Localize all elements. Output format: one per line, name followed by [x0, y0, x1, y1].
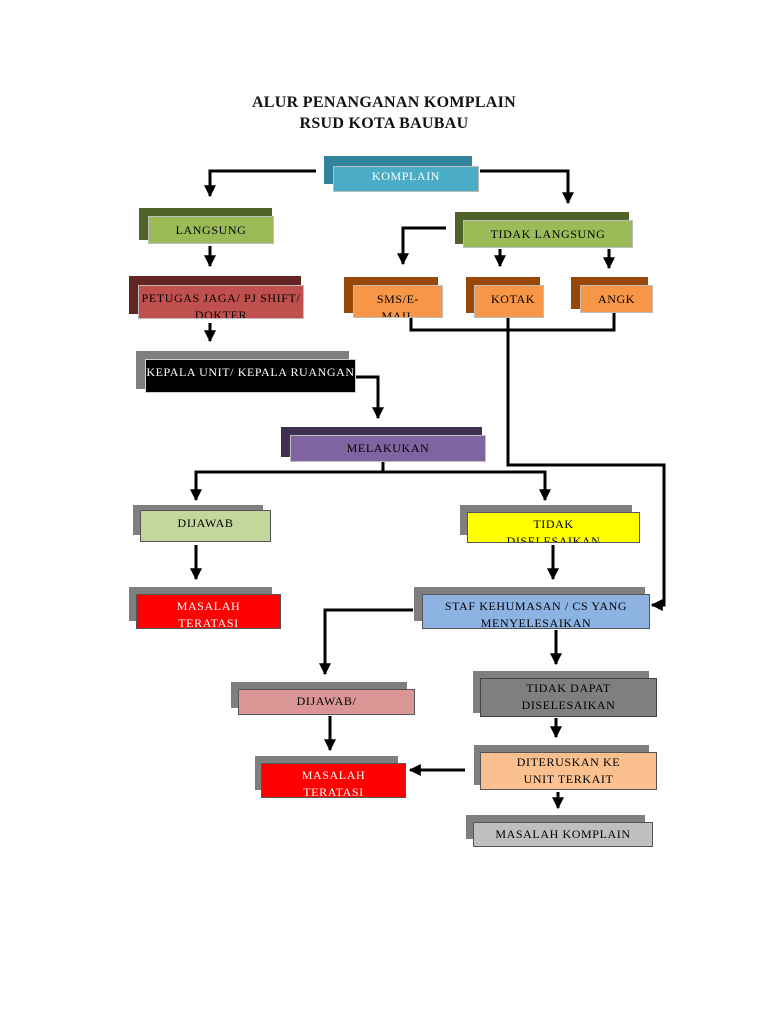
node-kepala-unit-label: KEPALA UNIT/ KEPALA RUANGAN — [145, 359, 356, 393]
node-dijawab-2-label: DIJAWAB/ — [238, 689, 415, 715]
arrow-kotak-to-staf — [506, 318, 666, 611]
arrow-melakukan-to-tidak — [383, 470, 551, 502]
node-komplain-label: KOMPLAIN — [333, 166, 479, 192]
arrow-tidak-langsung-to-sms — [397, 226, 446, 266]
node-melakukan-label: MELAKUKAN — [290, 435, 486, 462]
node-tidak-langsung-label: TIDAK LANGSUNG — [463, 220, 633, 248]
arrow-komplain-to-langsung — [204, 169, 316, 198]
node-langsung-label: LANGSUNG — [148, 216, 274, 244]
diagram-title-line2: RSUD KOTA BAUBAU — [299, 115, 469, 132]
node-angket-label: ANGK — [580, 285, 653, 313]
node-sms-email-label: SMS/E-MAIL — [353, 285, 443, 318]
diagram-title-line1: ALUR PENANGANAN KOMPLAIN — [251, 94, 517, 111]
node-staf-kehumasan-label: STAF KEHUMASAN / CS YANG MENYELESAIKAN — [422, 594, 650, 629]
node-masalah-teratasi-2-label: MASALAH TERATASI — [261, 763, 406, 798]
node-diteruskan-label: DITERUSKAN KE UNIT TERKAIT — [480, 752, 657, 790]
node-petugas-jaga-label: PETUGAS JAGA/ PJ SHIFT/ DOKTER — [138, 285, 304, 319]
node-masalah-komplain-label: MASALAH KOMPLAIN — [473, 822, 653, 847]
arrow-kepala-to-melakukan — [356, 375, 384, 420]
node-dijawab-label: DIJAWAB — [140, 510, 271, 542]
node-kotak-label: KOTAK — [474, 285, 544, 318]
line-melakukan-split — [194, 462, 385, 500]
arrow-komplain-to-tidak-langsung — [480, 169, 574, 205]
arrow-staf-to-dijawab2 — [319, 608, 413, 676]
node-tidak-diselesaikan-label: TIDAK DISELESAIKAN — [467, 512, 640, 543]
node-tidak-dapat-label: TIDAK DAPAT DISELESAIKAN — [480, 678, 657, 717]
line-sms-angket-join — [409, 313, 616, 332]
node-masalah-teratasi-1-label: MASALAH TERATASI — [136, 594, 281, 629]
